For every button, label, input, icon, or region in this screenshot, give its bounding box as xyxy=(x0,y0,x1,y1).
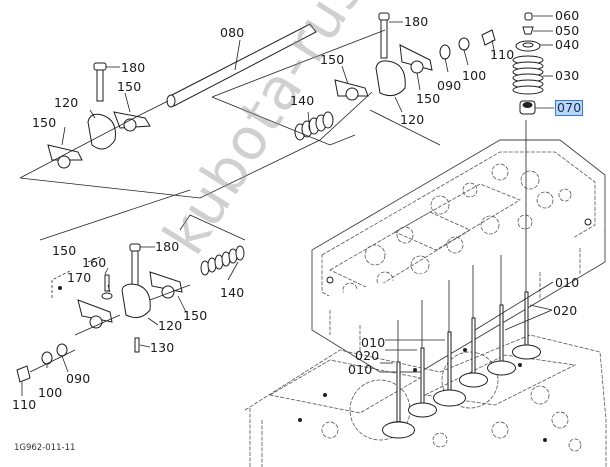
callout-150-left-upper[interactable]: 150 xyxy=(117,79,142,94)
engine-block xyxy=(244,334,607,467)
rocker-shaft xyxy=(139,23,317,116)
callout-100-top[interactable]: 100 xyxy=(462,68,487,83)
callout-170[interactable]: 170 xyxy=(67,270,92,285)
callout-140-bottom[interactable]: 140 xyxy=(220,285,245,300)
cylinder-head xyxy=(311,139,606,373)
callout-070-selected[interactable]: 070 xyxy=(554,100,584,116)
callout-010-left[interactable]: 010 xyxy=(348,362,373,377)
callout-150-bottom-left[interactable]: 150 xyxy=(52,243,77,258)
diagram-code: 1G962-011-11 xyxy=(14,443,76,453)
callout-040[interactable]: 040 xyxy=(555,37,580,52)
callout-180-bottom[interactable]: 180 xyxy=(155,239,180,254)
callout-030[interactable]: 030 xyxy=(555,68,580,83)
callout-010-mid[interactable]: 010 xyxy=(361,335,386,350)
valves xyxy=(382,120,541,439)
callout-150-bottom-right[interactable]: 150 xyxy=(183,308,208,323)
callout-130[interactable]: 130 xyxy=(150,340,175,355)
callout-150-left-lower[interactable]: 150 xyxy=(32,115,57,130)
callout-100-bottom[interactable]: 100 xyxy=(38,385,63,400)
leader-lines xyxy=(19,15,554,396)
callout-090-bottom[interactable]: 090 xyxy=(66,371,91,386)
callout-110-bottom[interactable]: 110 xyxy=(12,397,37,412)
callout-120-top[interactable]: 120 xyxy=(400,112,425,127)
callout-010-right[interactable]: 010 xyxy=(555,275,580,290)
callout-060[interactable]: 060 xyxy=(555,8,580,23)
callout-180-left[interactable]: 180 xyxy=(121,60,146,75)
assembly-bracket xyxy=(51,256,101,298)
callout-150-top-right[interactable]: 150 xyxy=(416,91,441,106)
callout-110-top[interactable]: 110 xyxy=(490,47,515,62)
valve-spring-stack xyxy=(512,12,544,115)
callout-120-bottom[interactable]: 120 xyxy=(158,318,183,333)
callout-020-left[interactable]: 020 xyxy=(355,348,380,363)
callout-180-top[interactable]: 180 xyxy=(404,14,429,29)
callout-140-mid[interactable]: 140 xyxy=(290,93,315,108)
callout-080[interactable]: 080 xyxy=(220,25,245,40)
callout-050[interactable]: 050 xyxy=(555,23,580,38)
callout-090-top[interactable]: 090 xyxy=(437,78,462,93)
callout-120-left[interactable]: 120 xyxy=(54,95,79,110)
callout-160[interactable]: 160 xyxy=(82,255,107,270)
callout-020-right[interactable]: 020 xyxy=(553,303,578,318)
callout-150-top-mid[interactable]: 150 xyxy=(320,52,345,67)
